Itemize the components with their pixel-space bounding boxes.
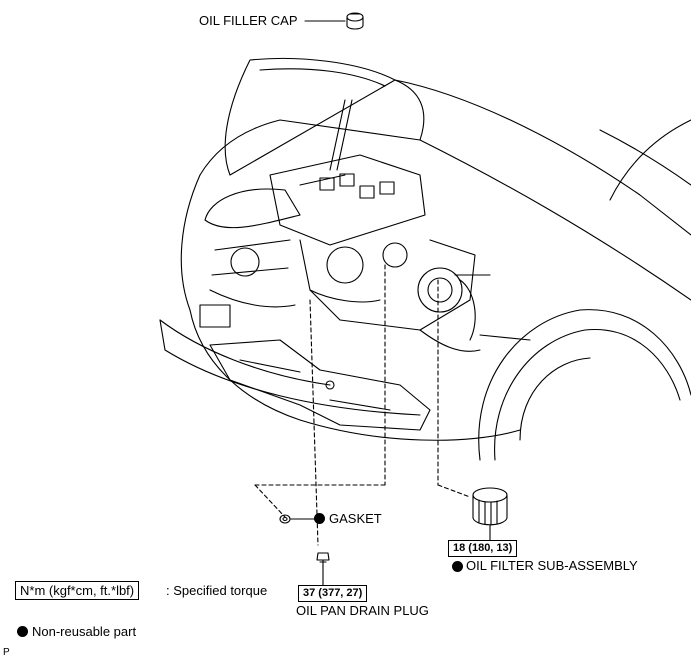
oil-filler-cap-icon (346, 12, 364, 30)
non-reusable-marker-gasket (314, 513, 325, 524)
grille-and-headlight (199, 188, 301, 328)
front-wheel (478, 309, 691, 461)
hood-drawing (224, 57, 425, 176)
body-outline (159, 79, 691, 441)
legend-non-reusable-dot-icon (17, 626, 28, 637)
drain-plug-torque-box: 37 (377, 27) (298, 585, 368, 602)
non-reusable-marker-oil-filter (452, 561, 463, 572)
oil-filler-cap-label: OIL FILLER CAP (199, 13, 298, 28)
drain-plug-label: OIL PAN DRAIN PLUG (296, 603, 429, 618)
legend-torque-units-box: N*m (kgf*cm, ft.*lbf) (15, 581, 140, 600)
engine-undercover (209, 339, 431, 431)
oil-filter-label: OIL FILTER SUB-ASSEMBLY (466, 558, 638, 573)
leader-lines (254, 20, 531, 586)
engine-assembly (269, 154, 481, 352)
legend-torque-description: : Specified torque (166, 583, 268, 598)
gasket-icon (279, 514, 291, 524)
gasket-label: GASKET (329, 511, 382, 526)
oil-filter-icon (472, 487, 508, 526)
corner-mark: P (3, 647, 10, 658)
drain-plug-icon (316, 552, 330, 568)
legend-non-reusable-label: Non-reusable part (32, 624, 137, 639)
oil-filter-torque-box: 18 (180, 13) (448, 540, 518, 557)
